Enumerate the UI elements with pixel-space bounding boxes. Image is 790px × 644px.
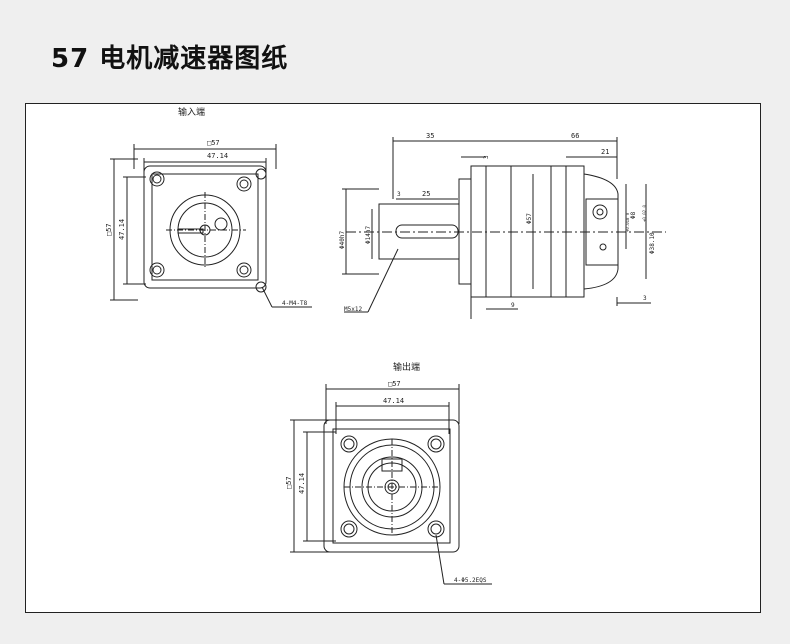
side-dim-3-top: 3 <box>483 155 490 159</box>
input-height-dim: □57 <box>105 223 113 236</box>
side-shaft-small-dia: Φ14h7 <box>365 226 372 244</box>
output-end-view: 输出端 □57 47.14 □57 47.14 <box>285 361 492 585</box>
side-dim-keyway-3: 3 <box>397 191 401 198</box>
side-dim-3: 3 <box>643 295 647 302</box>
output-width-dim: □57 <box>388 380 401 388</box>
output-hole-spacing-dim: 47.14 <box>383 397 404 405</box>
output-height-dim: □57 <box>285 476 293 489</box>
input-width-dim: □57 <box>207 139 220 147</box>
input-height-hole-dim: 47.14 <box>118 219 126 240</box>
input-end-view: 输入端 □57 47.14 □57 47.14 <box>105 106 312 308</box>
side-shaft-dia: Φ40h7 <box>339 231 346 249</box>
side-bore-dia: Φ8 <box>630 211 637 219</box>
side-dim-66: 66 <box>571 132 579 140</box>
input-hole-spacing-dim: 47.14 <box>207 152 228 160</box>
side-dim-21: 21 <box>601 148 609 156</box>
input-flange-square <box>143 165 267 289</box>
page-title: 57 电机减速器图纸 <box>51 44 289 74</box>
drawing-frame: 输入端 □57 47.14 □57 47.14 <box>25 103 761 613</box>
side-thread-note: M5x12 <box>344 306 362 313</box>
side-dim-35: 35 <box>426 132 434 140</box>
input-flange <box>565 165 585 298</box>
input-inner-square <box>151 173 259 281</box>
output-height-hole-dim: 47.14 <box>298 473 306 494</box>
side-dim-keyway-25: 25 <box>422 190 430 198</box>
output-flange-square <box>323 419 460 553</box>
input-view-title: 输入端 <box>178 106 205 118</box>
output-view-title: 输出端 <box>393 361 420 373</box>
side-bore-tol: +0.018 0 <box>625 212 630 232</box>
side-pilot-tol: +0.02 0 <box>642 205 647 222</box>
side-pilot-dia: Φ38.10 <box>649 232 656 254</box>
output-hole-note: 4-Φ5.2EQS <box>454 577 487 584</box>
technical-drawing: 输入端 □57 47.14 □57 47.14 <box>105 106 666 585</box>
side-view: 35 66 21 3 3 25 Φ40h7 Φ14h7 Φ57 <box>339 132 666 319</box>
input-hole-note: 4-M4-T8 <box>282 300 308 307</box>
side-body-dia: Φ57 <box>526 213 533 224</box>
side-dim-9: 9 <box>511 302 515 309</box>
